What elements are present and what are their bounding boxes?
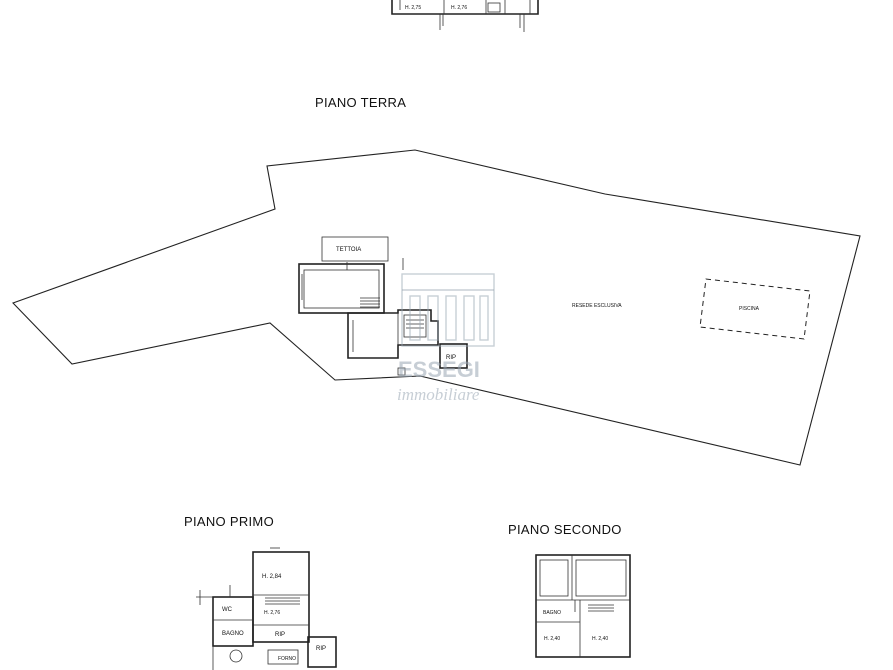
stair-hatch bbox=[360, 297, 380, 308]
room-label-forno: FORNO bbox=[278, 656, 296, 662]
pool-label: PISCINA bbox=[739, 306, 760, 312]
room-label-first-h: H. 2,84 bbox=[262, 574, 282, 580]
room-label-tettoia: TETTOIA bbox=[336, 247, 361, 253]
top-partial-plan: H. 2,75 H. 2,76 bbox=[391, 0, 539, 32]
plot-boundary bbox=[12, 149, 861, 466]
room-label-second-bagno: BAGNO bbox=[543, 610, 561, 616]
watermark-logo: ESSEGI immobiliare bbox=[397, 273, 495, 404]
room-label-rip-ground: RIP bbox=[446, 355, 456, 361]
room-label-second-side: H. 2,40 bbox=[592, 636, 608, 642]
watermark-brand: ESSEGI bbox=[398, 357, 480, 382]
first-floor-plan: H. 2,84 H. 2,76 RIP WC BAGNO RIP FORNO bbox=[196, 547, 337, 670]
room-label-rip-first2: RIP bbox=[316, 646, 326, 652]
first-floor-title: PIANO PRIMO bbox=[184, 514, 274, 529]
room-label-bagno: BAGNO bbox=[222, 631, 244, 637]
ground-floor-title: PIANO TERRA bbox=[315, 95, 406, 110]
room-label-rip-first: RIP bbox=[275, 632, 285, 638]
room-label-top-left: H. 2,75 bbox=[405, 5, 421, 11]
second-floor-stair bbox=[588, 604, 614, 612]
ground-floor-building: TETTOIA RIP bbox=[298, 236, 468, 376]
second-floor-title: PIANO SECONDO bbox=[508, 522, 622, 537]
room-label-second-h: H. 2,40 bbox=[544, 636, 560, 642]
pool: PISCINA bbox=[699, 278, 811, 340]
room-label-top-right: H. 2,76 bbox=[451, 5, 467, 11]
resede-label: RESEDE ESCLUSIVA bbox=[572, 303, 622, 309]
room-label-first-h2: H. 2,76 bbox=[264, 610, 280, 616]
second-floor-plan: BAGNO H. 2,40 H. 2,40 bbox=[535, 554, 631, 658]
watermark-sub: immobiliare bbox=[397, 385, 480, 404]
first-floor-stair bbox=[265, 597, 300, 605]
room-label-wc: WC bbox=[222, 607, 233, 613]
